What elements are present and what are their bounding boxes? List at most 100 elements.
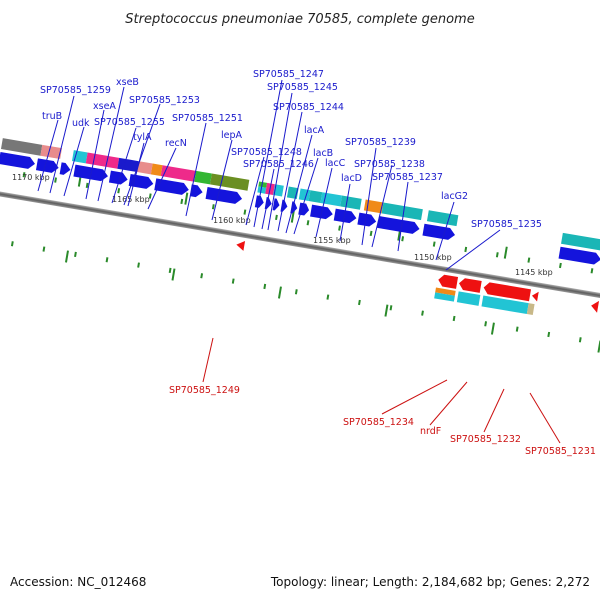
gene-arrow <box>205 186 243 204</box>
gene-arrow <box>357 212 377 227</box>
feature-box <box>526 303 535 316</box>
connector-line <box>371 164 393 248</box>
map-title: Streptococcus pneumoniae 70585, complete… <box>125 12 474 27</box>
connector-line <box>267 92 293 231</box>
tick-mark <box>243 209 247 215</box>
feature-box <box>194 170 212 185</box>
connector-line <box>49 95 75 194</box>
connector-line <box>397 181 409 252</box>
feature-box <box>137 161 153 175</box>
tick-mark <box>42 246 46 252</box>
connector-line <box>277 111 303 232</box>
connector-line <box>185 122 207 217</box>
tick-mark <box>527 257 531 263</box>
tick-mark <box>495 252 499 258</box>
gene-label: SP70585_1231 <box>525 446 596 457</box>
tick-mark <box>578 337 582 343</box>
tick-mark <box>389 305 393 311</box>
tick-mark <box>338 225 341 231</box>
connector-line <box>85 109 105 200</box>
tick-mark <box>275 214 278 221</box>
feature-box <box>456 291 481 306</box>
connector-line <box>315 167 333 238</box>
connector-line <box>483 388 505 433</box>
major-tick-mark <box>490 322 495 335</box>
gene-label: SP70585_1259 <box>40 85 111 96</box>
gene-label: SP70585_1237 <box>372 172 443 183</box>
tick-labels: 1170 kbp 1165 kbp 1160 kbp 1155 kbp 1150… <box>12 173 553 277</box>
tick-mark <box>515 326 519 332</box>
tick-mark <box>294 289 298 295</box>
feature-box <box>426 210 459 227</box>
gene-arrow <box>422 223 456 240</box>
tick-mark <box>326 294 330 300</box>
gene-label: lacG2 <box>441 191 468 202</box>
tick-mark <box>306 220 310 226</box>
feature-box <box>434 292 455 302</box>
gene-arrow <box>333 208 357 224</box>
tick-mark <box>85 182 89 189</box>
major-tick-mark <box>184 192 189 205</box>
genome-track <box>0 138 600 353</box>
tick-mark <box>590 268 594 274</box>
tick-label: 1160 kbp <box>213 216 251 225</box>
feature-box <box>160 165 197 182</box>
connector-line <box>261 168 275 230</box>
tick-mark <box>452 315 456 322</box>
gene-label: SP70585_1232 <box>450 434 521 445</box>
major-tick-mark <box>503 246 508 259</box>
gene-label: SP70585_1253 <box>129 95 200 106</box>
feature-box <box>308 190 323 204</box>
gene-label: lacC <box>325 158 346 169</box>
feature-box <box>381 202 423 221</box>
major-tick-mark <box>171 268 176 281</box>
gene-label: SP70585_1239 <box>345 137 416 148</box>
gene-label: xseB <box>116 77 139 88</box>
feature-box <box>40 144 62 160</box>
gene-arrow <box>459 278 482 293</box>
gene-arrow <box>59 162 71 175</box>
tick-mark <box>148 193 152 199</box>
gene-arrow <box>483 282 532 302</box>
tick-label: 1170 kbp <box>12 173 50 182</box>
gene-label: lepA <box>221 130 243 141</box>
forward-gene-arrows <box>0 151 600 265</box>
gene-arrow <box>0 151 35 169</box>
tick-mark <box>200 273 204 279</box>
feature-box <box>150 163 163 177</box>
gene-labels-top: truB SP70585_1259 udk xseA xseB SP70585_… <box>40 69 542 230</box>
gene-arrow <box>189 184 203 198</box>
tick-mark <box>263 283 267 290</box>
connector-line <box>97 86 125 202</box>
connector-line <box>253 79 283 228</box>
feature-box <box>363 199 384 214</box>
connector-line <box>245 156 265 226</box>
feature-box <box>258 181 268 188</box>
accession-text: Accession: NC_012468 <box>10 575 146 589</box>
gene-label: SP70585_1255 <box>94 117 165 128</box>
gene-label: xseA <box>93 101 116 112</box>
gene-label: truB <box>42 111 62 122</box>
tick-label: 1165 kbp <box>112 195 150 204</box>
tick-mark <box>74 251 77 258</box>
connector-line <box>37 119 59 192</box>
connector-line <box>435 201 455 261</box>
feature-box <box>117 157 139 173</box>
connector-line <box>361 147 377 246</box>
gene-label: SP70585_1248 <box>231 147 302 158</box>
topology-text: Topology: linear; Length: 2,184,682 bp; … <box>270 575 590 589</box>
feature-box <box>561 232 600 251</box>
gene-arrow <box>438 274 459 289</box>
tick-label: 1155 kbp <box>313 236 351 245</box>
gene-label: SP70585_1245 <box>267 82 338 93</box>
tick-mark <box>10 241 14 247</box>
gene-label: lacA <box>304 125 325 136</box>
genome-backbone <box>0 177 600 316</box>
gene-label: udk <box>72 118 90 129</box>
gene-arrow <box>558 246 600 265</box>
gene-label: lacB <box>313 148 333 159</box>
gene-label: SP70585_1247 <box>253 69 324 80</box>
tick-mark <box>105 257 109 263</box>
gene-arrow <box>236 241 246 251</box>
tick-mark <box>211 204 215 210</box>
